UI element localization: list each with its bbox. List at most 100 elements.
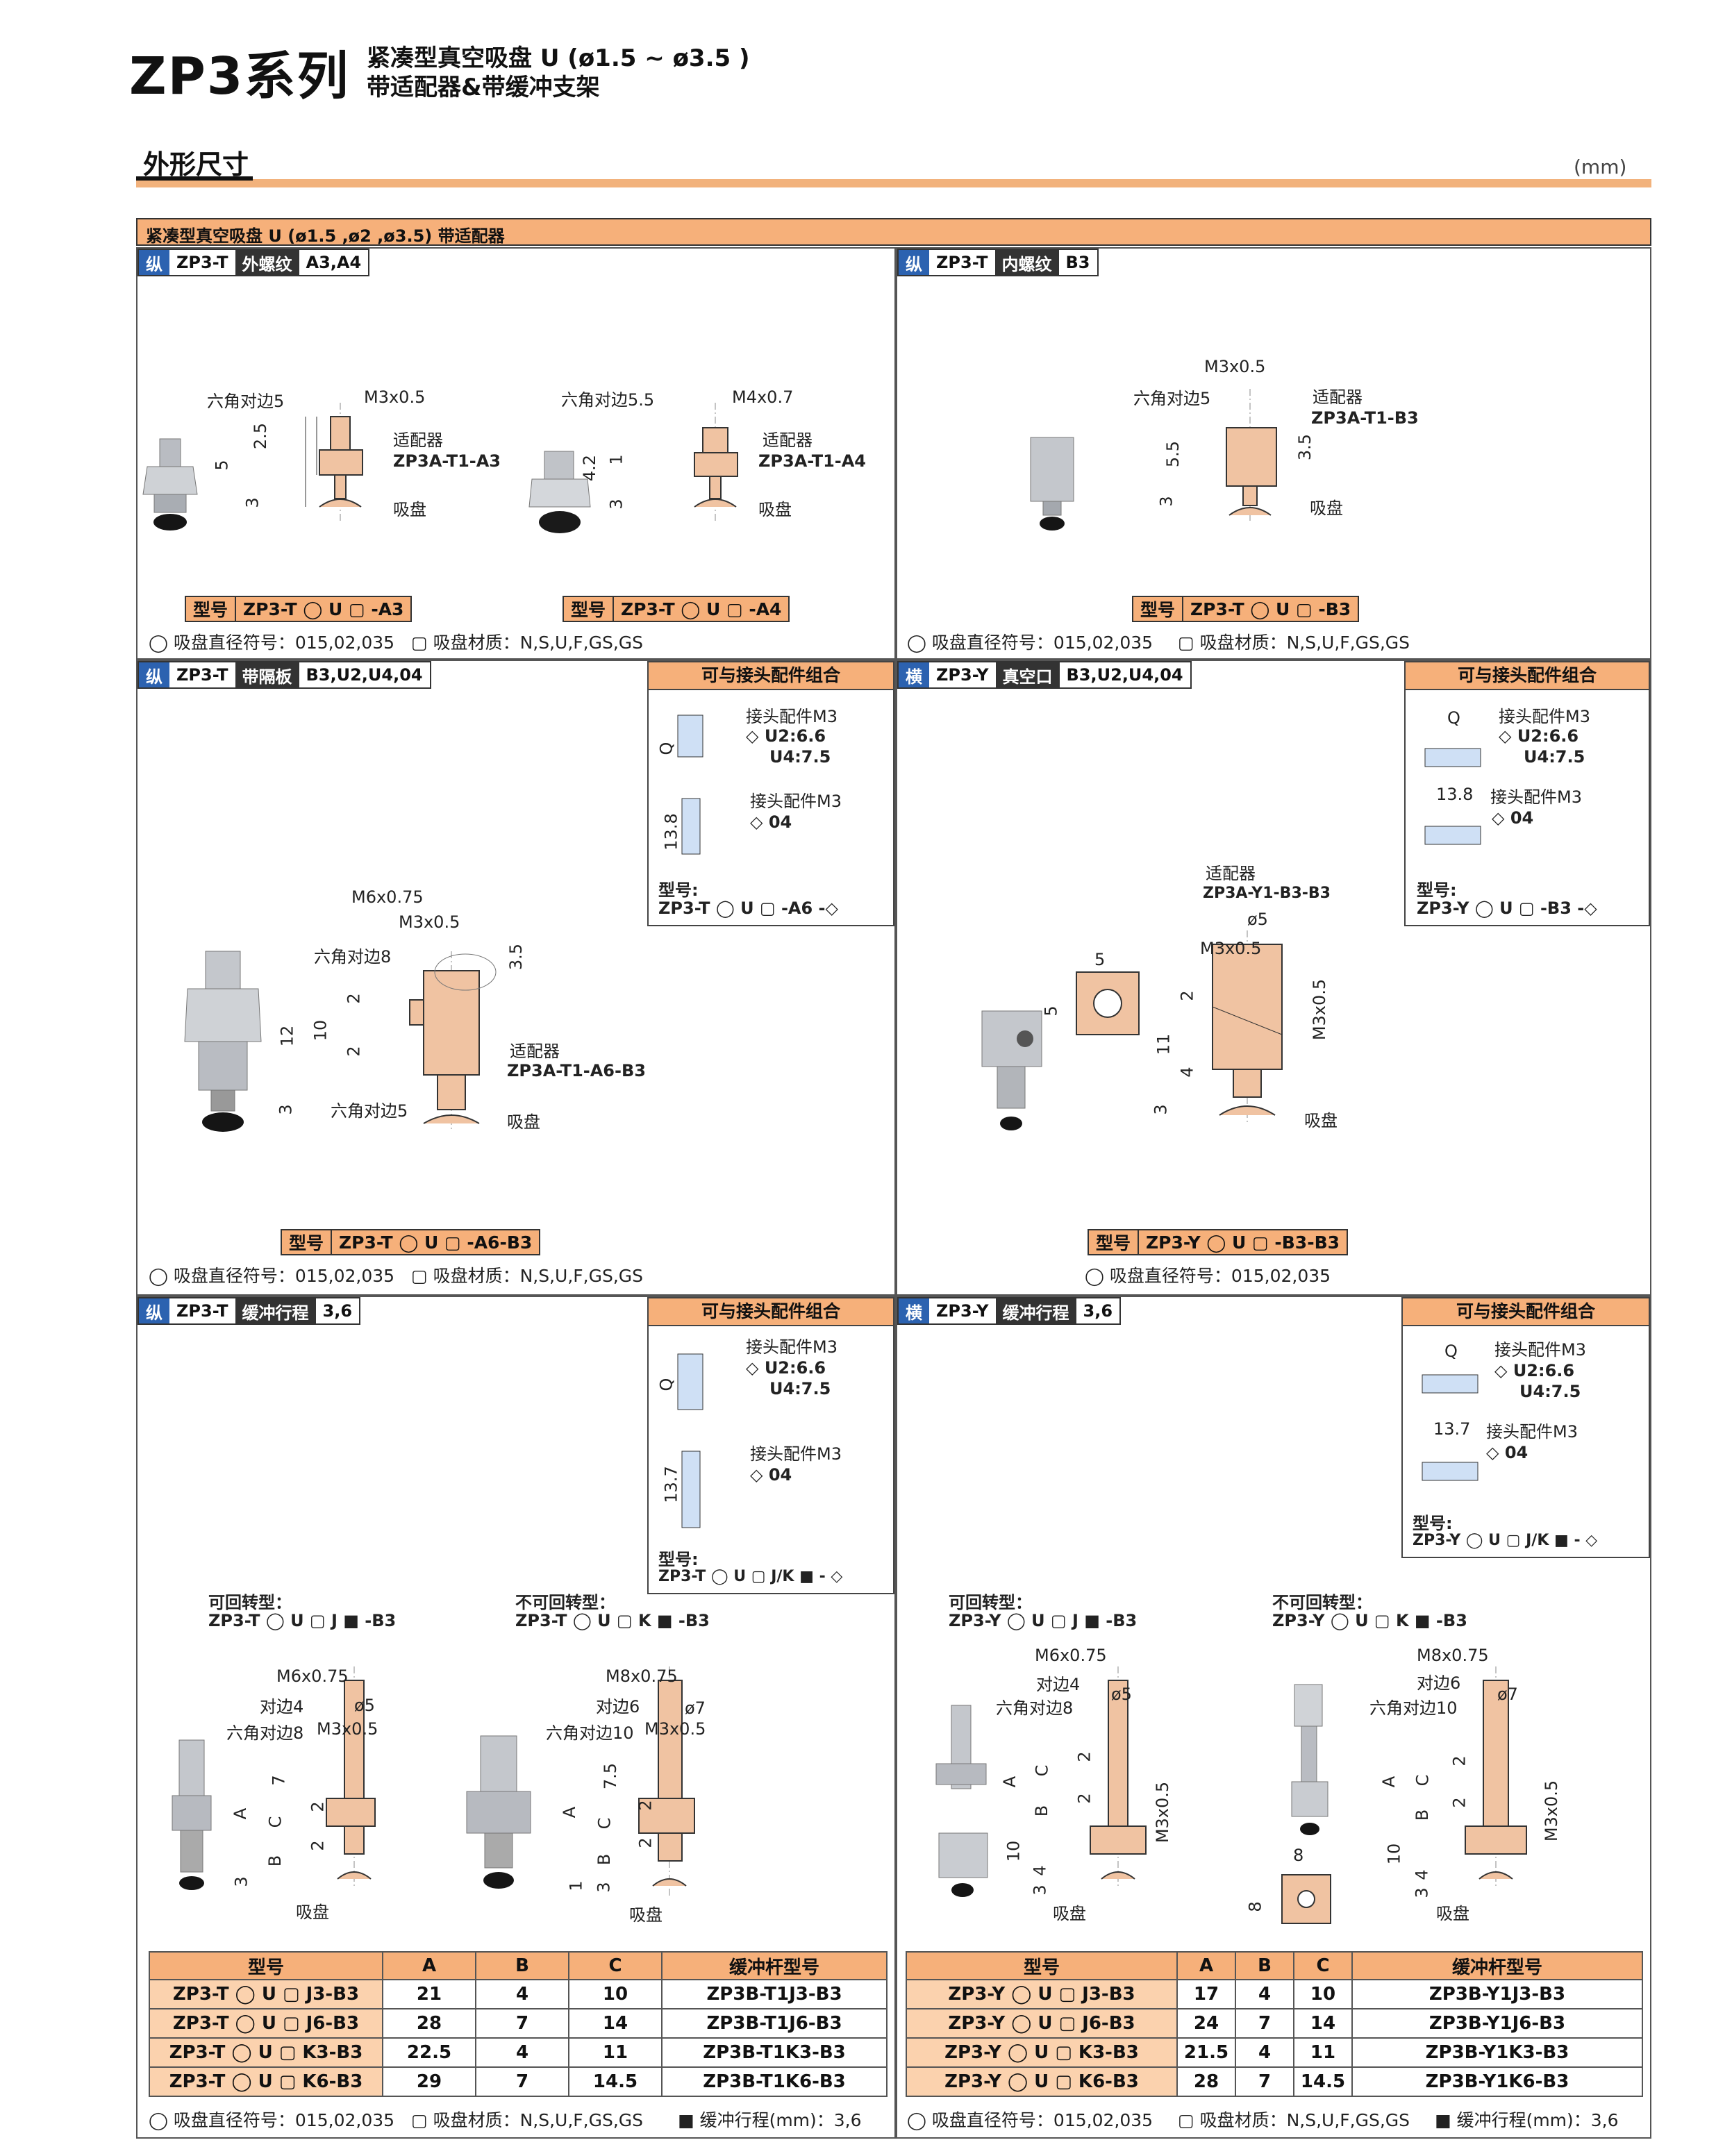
table-header: A	[1176, 1951, 1236, 1980]
dim-12-a6: 12	[277, 1025, 297, 1047]
nonrotatable-label-t: 不可回转型：	[515, 1593, 615, 1612]
dim-m3-t-k: M3x0.5	[644, 1719, 706, 1739]
combo-c2-label: 接头配件M3	[750, 792, 842, 811]
table-cell: ZP3B-Y1K3-B3	[1351, 2037, 1643, 2068]
dim-2b-a6: 2	[344, 1046, 364, 1057]
pad-label-y: 吸盘	[1304, 1111, 1338, 1130]
adapter-no-a6: ZP3A-T1-A6-B3	[507, 1061, 646, 1080]
combo-c1-label: 接头配件M3	[1499, 707, 1590, 726]
dim-3-t-j: 3	[231, 1876, 251, 1887]
adapter-label-b3: 适配器	[1313, 387, 1363, 407]
panel-3-combo-box: 可与接头配件组合	[647, 661, 894, 926]
combo-title: 可与接头配件组合	[649, 662, 893, 690]
combo-13-7: 13.7	[1433, 1419, 1471, 1439]
dim-10-y-j: 10	[1003, 1840, 1024, 1862]
buffer-photo-y-j	[935, 1705, 988, 1897]
adapter-label-a3: 适配器	[393, 431, 443, 450]
table-cell: 21	[382, 1979, 476, 2009]
dim-width-t-j: 对边4	[260, 1697, 304, 1716]
table-cell: ZP3-T ◯ U ▢ K6-B3	[149, 2066, 383, 2097]
dim-7-5-t-k: 7.5	[601, 1762, 621, 1790]
table-cell: ZP3B-T1K3-B3	[661, 2037, 888, 2068]
footer-note-material-y: ▢ 吸盘材质：N,S,U,F,GS,GS	[1178, 2110, 1410, 2130]
table-cell: 7	[1235, 2008, 1294, 2039]
combo-c1-u2: ◇ U2:6.6	[1499, 726, 1579, 746]
drawing-y-top-view	[1076, 971, 1140, 1035]
dim-2a-a6: 2	[344, 993, 364, 1004]
nonrotatable-model-t: ZP3-T ◯ U ▢ K ■ -B3	[515, 1611, 710, 1630]
combo-c1-u2: ◇ U2:6.6	[746, 726, 826, 746]
dim-11-y: 11	[1153, 1033, 1174, 1055]
dim-b-y-j: B	[1032, 1805, 1052, 1817]
panel-2-note-material: ▢ 吸盘材质：N,S,U,F,GS,GS	[1178, 633, 1410, 653]
table-cell: 24	[1176, 2008, 1236, 2039]
dim-thread-y: M3x0.5	[1200, 939, 1262, 958]
table-header: C	[568, 1951, 663, 1980]
table-cell: ZP3B-T1J3-B3	[661, 1979, 888, 2009]
combo-model-label: 型号:	[658, 1550, 699, 1569]
table-cell: ZP3B-Y1K6-B3	[1351, 2066, 1643, 2097]
table-cell: ZP3B-Y1J6-B3	[1351, 2008, 1643, 2039]
table-cell: 11	[568, 2037, 663, 2068]
table-row: ZP3-Y ◯ U ▢ J3-B3 17 4 10 ZP3B-Y1J3-B3	[906, 1979, 1643, 2009]
combo-model-label: 型号:	[1413, 1514, 1453, 1533]
subtitle-1: 紧凑型真空吸盘 U (ø1.5 ~ ø3.5 )	[367, 44, 750, 72]
pad-label-b3: 吸盘	[1310, 499, 1343, 518]
dim-4-y-k: 4	[1412, 1869, 1432, 1880]
panel-5-combo-box: 可与接头配件组合	[647, 1297, 894, 1594]
combo-fitting-drawing-y	[1424, 748, 1481, 845]
dim-b-y-k: B	[1413, 1809, 1433, 1821]
buffer-photo-t-j	[172, 1739, 212, 1890]
dim-2-y: 2	[1177, 990, 1197, 1001]
rotatable-label-t: 可回转型：	[208, 1593, 292, 1612]
drawing-b3	[1226, 389, 1277, 521]
combo-q: Q	[1447, 708, 1460, 728]
dim-1-t-k: 1	[566, 1880, 586, 1891]
table-cell: ZP3-Y ◯ U ▢ J3-B3	[906, 1979, 1178, 2009]
combo-c1-u4: U4:7.5	[769, 1379, 831, 1398]
combo-model-label: 型号:	[1417, 880, 1457, 900]
table-header: 缓冲杆型号	[1351, 1951, 1643, 1980]
dim-c-t-j: C	[265, 1816, 285, 1828]
dim-hex-y-j: 六角对边8	[996, 1698, 1074, 1718]
table-cell: 4	[475, 1979, 569, 2009]
spec-table-y: 型号 A B C 缓冲杆型号 ZP3-Y ◯ U ▢ J3-B3 17 4 10…	[906, 1951, 1643, 2097]
dim-b-t-j: B	[265, 1855, 285, 1867]
footer-note-stroke-y: ■ 缓冲行程(mm)：3,6	[1435, 2110, 1619, 2130]
dim-7-t-j: 7	[269, 1775, 289, 1786]
table-cell: ZP3-Y ◯ U ▢ K3-B3	[906, 2037, 1178, 2068]
dim-8b-y-k: 8	[1245, 1901, 1265, 1912]
combo-model-label: 型号:	[658, 880, 699, 900]
adapter-label-y: 适配器	[1206, 864, 1256, 883]
table-cell: 29	[382, 2066, 476, 2097]
dim-c-t-k: C	[594, 1817, 615, 1830]
combo-c2-04: ◇ 04	[750, 1465, 792, 1485]
table-cell: 10	[568, 1979, 663, 2009]
pad-label-y-j: 吸盘	[1053, 1904, 1086, 1923]
combo-model: ZP3-T ◯ U ▢ -A6 -◇	[658, 899, 838, 918]
dim-10-y-k: 10	[1384, 1843, 1404, 1865]
dim-width-y-j: 对边4	[1036, 1675, 1081, 1694]
dim-thread-a4: M4x0.7	[732, 387, 794, 407]
dim-phi7-y-k: ø7	[1497, 1685, 1518, 1704]
drawing-y-b3	[1212, 930, 1283, 1125]
dim-3-5-a6: 3.5	[506, 943, 526, 971]
dim-2a-t-j: 2	[308, 1801, 328, 1812]
spec-table-t: 型号 A B C 缓冲杆型号 ZP3-T ◯ U ▢ J3-B3 21 4 10…	[149, 1951, 888, 2097]
footer-note-material-t: ▢ 吸盘材质：N,S,U,F,GS,GS	[411, 2110, 644, 2130]
dim-2-5-a3: 2.5	[251, 422, 271, 450]
adapter-label-a4: 适配器	[763, 431, 813, 450]
combo-c1-label: 接头配件M3	[1494, 1340, 1586, 1360]
table-header: B	[475, 1951, 569, 1980]
dim-5-5-b3: 5.5	[1163, 440, 1183, 468]
dim-2a-y-j: 2	[1074, 1751, 1094, 1762]
table-row: ZP3-Y ◯ U ▢ K3-B3 21.5 4 11 ZP3B-Y1K3-B3	[906, 2037, 1643, 2068]
dim-a-t-k: A	[560, 1806, 580, 1819]
section-divider	[136, 179, 1651, 187]
dim-hex-b3: 六角对边5	[1133, 389, 1211, 408]
dim-10-a6: 10	[310, 1019, 331, 1042]
dim-2a-y-k: 2	[1449, 1755, 1469, 1766]
